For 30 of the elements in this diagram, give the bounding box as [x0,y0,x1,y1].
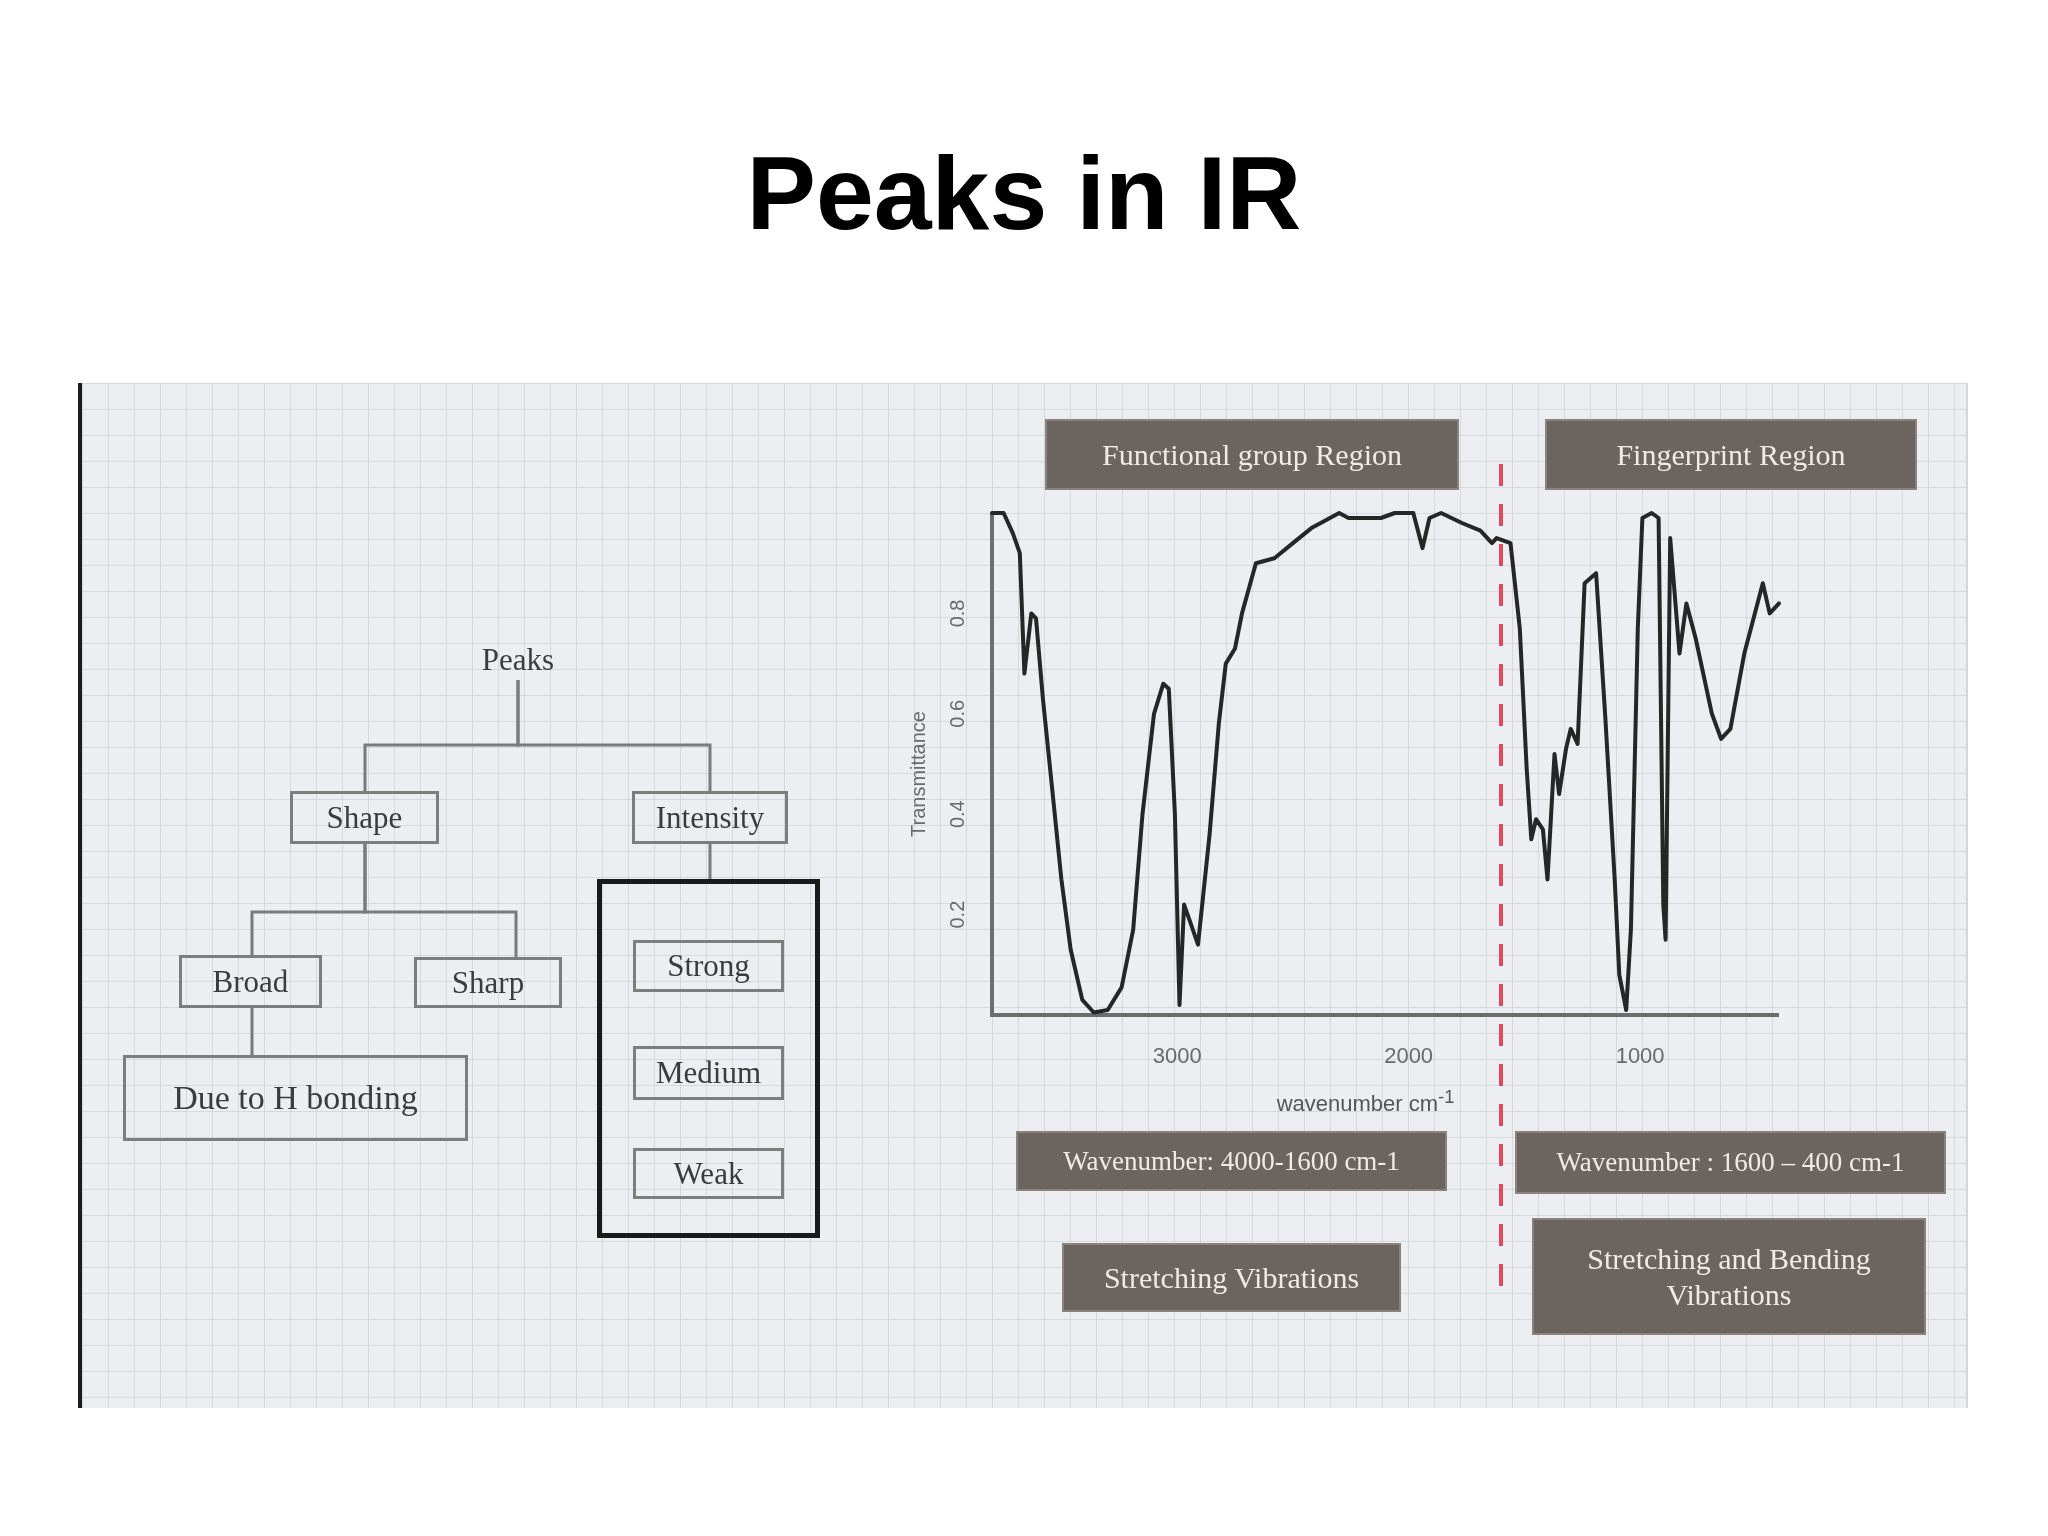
tree-node: Intensity [632,791,788,844]
tick-label: 0.2 [946,900,968,929]
region-banner: Functional group Region [1045,419,1459,490]
tick-label: 0.4 [946,800,968,829]
range-banner: Wavenumber: 4000-1600 cm-1 [1016,1131,1447,1191]
connector-line [250,1008,254,1055]
connector-line [363,844,518,957]
range-banner: Wavenumber : 1600 – 400 cm-1 [1515,1131,1946,1194]
tree-node: Due to H bonding [123,1055,468,1141]
region-banner: Stretching Vibrations [1062,1243,1401,1312]
tick-label: 2000 [1384,1042,1434,1068]
axis-title: wavenumber cm$^{-1}$ [1276,1086,1455,1118]
axis-title: Transmittance [907,711,929,837]
tree-node: Strong [633,940,784,992]
tick-label: 3000 [1152,1042,1202,1068]
tree-node: Shape [290,791,439,844]
connector-line [516,680,712,791]
tree-node: Sharp [414,957,562,1008]
root-label: Peaks [468,640,568,680]
tree-node: Broad [179,955,322,1008]
tick-label: 0.6 [946,699,968,728]
tick-label: 0.8 [946,599,968,628]
group-frame [597,879,820,1238]
region-banner: Stretching and Bending Vibrations [1532,1218,1926,1335]
slide-title: Peaks in IR [746,136,1302,251]
connector-line [708,844,712,879]
region-banner: Fingerprint Region [1545,419,1917,490]
tree-node: Medium [633,1046,784,1100]
tree-node: Weak [633,1148,784,1199]
tick-label: 1000 [1615,1042,1665,1068]
